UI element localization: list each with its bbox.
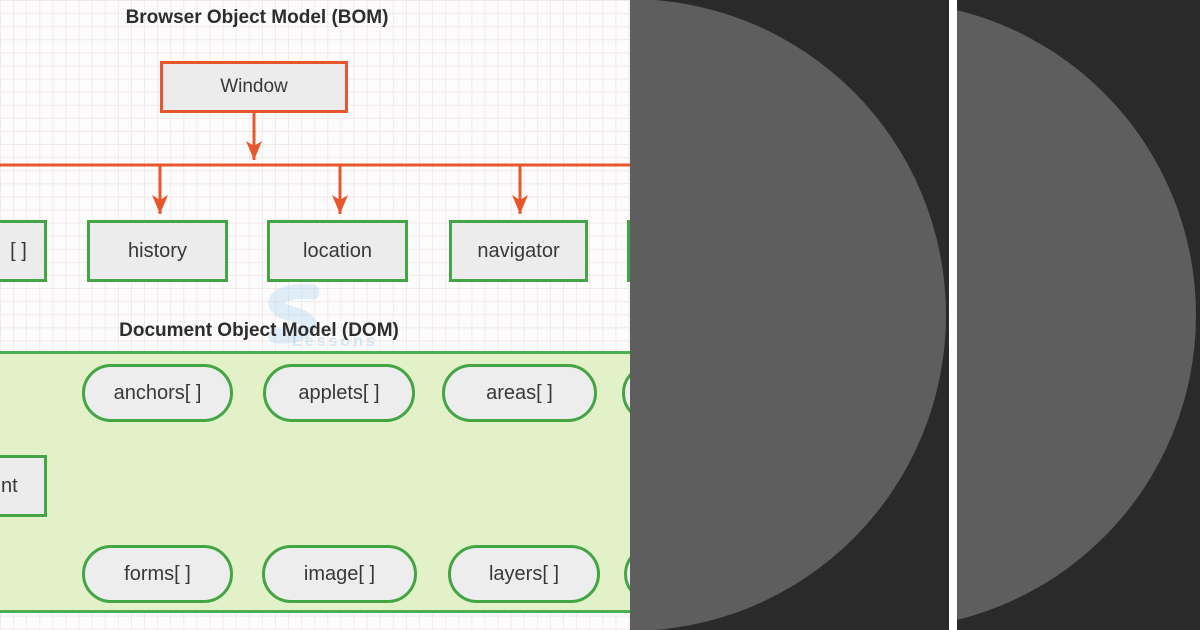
dark-panel-right	[957, 0, 1200, 630]
node-anchors-label: anchors[ ]	[113, 381, 202, 404]
node-navigator-label: navigator	[477, 239, 560, 262]
node-clipped-right-bom	[627, 220, 630, 282]
node-applets-label: applets[ ]	[298, 381, 380, 404]
bom-connectors	[0, 113, 630, 214]
dark-panel-left	[630, 0, 949, 630]
node-layers: layers[ ]	[448, 545, 600, 603]
node-frames-label: [ ]	[10, 239, 27, 262]
node-forms: forms[ ]	[82, 545, 233, 603]
node-document-partial: nt	[0, 455, 47, 517]
vertical-divider	[949, 0, 957, 630]
decorative-circle-right	[957, 1, 1196, 629]
node-navigator: navigator	[449, 220, 588, 282]
dom-title: Document Object Model (DOM)	[119, 320, 399, 341]
node-location: location	[267, 220, 408, 282]
node-applets: applets[ ]	[263, 364, 415, 422]
node-layers-label: layers[ ]	[488, 562, 560, 585]
node-document-label: nt	[1, 474, 18, 497]
node-location-label: location	[303, 239, 372, 262]
node-image-label: image[ ]	[303, 562, 376, 585]
node-image: image[ ]	[262, 545, 417, 603]
node-window-label: Window	[220, 76, 288, 97]
node-areas-label: areas[ ]	[486, 381, 553, 404]
node-forms-label: forms[ ]	[124, 562, 191, 585]
node-areas: areas[ ]	[442, 364, 597, 422]
node-window: Window	[160, 61, 348, 113]
decorative-circle-left	[630, 0, 946, 630]
bom-dom-diagram: Lessons Browser Object Model (BOM) Docum…	[0, 0, 630, 630]
bom-title: Browser Object Model (BOM)	[125, 7, 389, 28]
watermark-logo	[268, 284, 320, 344]
node-anchors: anchors[ ]	[82, 364, 233, 422]
node-frames-partial: [ ]	[0, 220, 47, 282]
watermark-text: Lessons	[292, 333, 378, 350]
node-history: history	[87, 220, 228, 282]
node-history-label: history	[128, 239, 187, 262]
